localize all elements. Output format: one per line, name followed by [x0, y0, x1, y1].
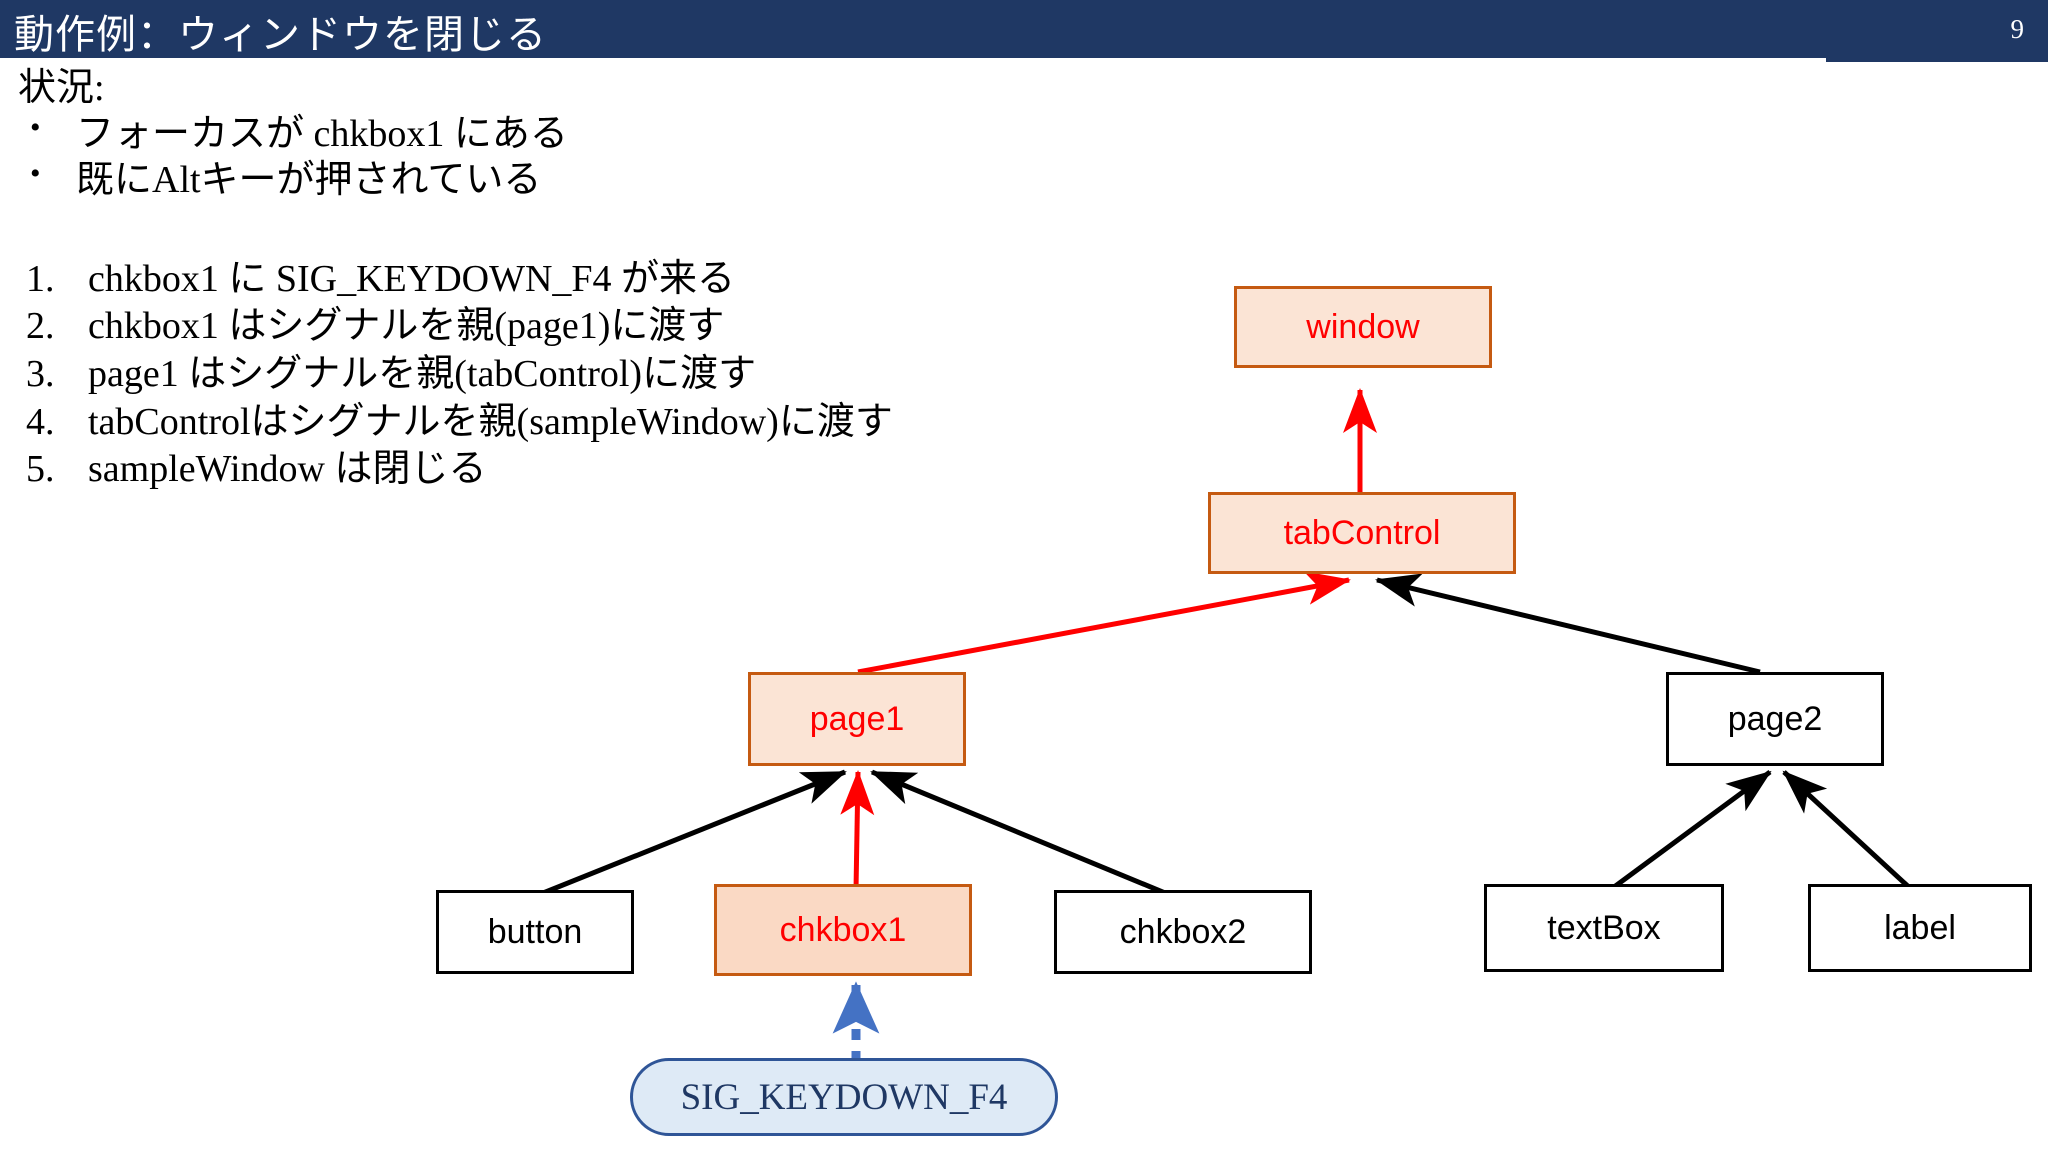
node-window[interactable]: window	[1234, 286, 1492, 368]
node-label-widget[interactable]: label	[1808, 884, 2032, 972]
node-label: page2	[1727, 699, 1823, 738]
page-title: 動作例：ウィンドウを閉じる	[14, 12, 547, 57]
step-text: sampleWindow は閉じる	[88, 448, 487, 491]
step-text: chkbox1 に SIG_KEYDOWN_F4 が来る	[88, 257, 736, 300]
edge-page2-to-tabcontrol	[1375, 573, 1761, 675]
signal-bubble-sig-keydown-f4[interactable]: SIG_KEYDOWN_F4	[630, 1058, 1058, 1136]
header-accent-block	[1826, 58, 2048, 62]
node-label: textBox	[1547, 908, 1661, 947]
content-text-block: 状況: フォーカスが chkbox1 にある 既にAltキーが押されている 1.…	[18, 66, 1218, 494]
node-label: label	[1884, 908, 1956, 947]
step-number: 5.	[26, 448, 55, 491]
bullet-text: フォーカスが chkbox1 にある	[76, 112, 568, 155]
step-text: chkbox1 はシグナルを親(page1)に渡す	[88, 305, 725, 348]
step-list: 1. chkbox1 に SIG_KEYDOWN_F4 が来る 2. chkbo…	[18, 256, 1218, 494]
list-item: 4. tabControlはシグナルを親(sampleWindow)に渡す	[18, 399, 1218, 447]
node-tabcontrol[interactable]: tabControl	[1208, 492, 1516, 574]
node-chkbox1[interactable]: chkbox1	[714, 884, 972, 976]
edge-label-to-page2	[1782, 770, 1914, 892]
header-bar	[0, 0, 2048, 58]
list-item: フォーカスが chkbox1 にある	[18, 110, 1218, 157]
node-textbox[interactable]: textBox	[1484, 884, 1724, 972]
situation-label: 状況:	[18, 67, 105, 109]
node-label: chkbox1	[779, 910, 907, 949]
edge-button-to-page1	[537, 769, 847, 898]
step-text: page1 はシグナルを親(tabControl)に渡す	[88, 352, 757, 395]
edge-chkbox1-to-page1	[840, 770, 875, 891]
edge-page1-to-tabcontrol	[857, 571, 1351, 675]
node-page1[interactable]: page1	[748, 672, 966, 766]
step-number: 3.	[26, 352, 55, 395]
edge-chkbox2-to-page1	[870, 769, 1171, 898]
node-page2[interactable]: page2	[1666, 672, 1884, 766]
header-underline	[0, 58, 2048, 62]
list-item: 1. chkbox1 に SIG_KEYDOWN_F4 が来る	[18, 256, 1218, 304]
condition-bullet-list: フォーカスが chkbox1 にある 既にAltキーが押されている	[18, 110, 1218, 204]
list-item: 5. sampleWindow は閉じる	[18, 446, 1218, 494]
step-text: tabControlはシグナルを親(sampleWindow)に渡す	[88, 400, 893, 443]
node-chkbox2[interactable]: chkbox2	[1054, 890, 1312, 974]
node-label: window	[1306, 307, 1420, 346]
list-item: 2. chkbox1 はシグナルを親(page1)に渡す	[18, 303, 1218, 351]
bullet-text: 既にAltキーが押されている	[76, 159, 542, 202]
node-label: tabControl	[1283, 513, 1441, 552]
node-label: chkbox2	[1119, 912, 1247, 951]
step-number: 4.	[26, 400, 55, 443]
node-button[interactable]: button	[436, 890, 634, 974]
list-item: 3. page1 はシグナルを親(tabControl)に渡す	[18, 351, 1218, 399]
node-label: page1	[809, 699, 905, 738]
slide-number: 9	[2010, 14, 2025, 44]
step-number: 1.	[26, 257, 55, 300]
edge-textbox-to-page2	[1608, 769, 1772, 893]
list-item: 既にAltキーが押されている	[18, 156, 1218, 203]
signal-label: SIG_KEYDOWN_F4	[680, 1076, 1008, 1118]
step-number: 2.	[26, 305, 55, 348]
node-label: button	[487, 912, 583, 951]
